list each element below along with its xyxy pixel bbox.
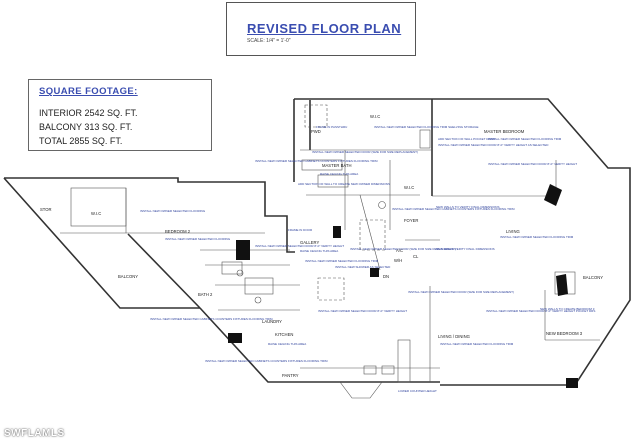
note: INSTALL NEW OWNER SELECTED FLOORING: [165, 237, 231, 241]
note: RAISE CEILING THIS AREA: [300, 249, 338, 253]
balcony-sqft: BALCONY 313 SQ. FT.: [39, 122, 133, 132]
square-footage-box: SQUARE FOOTAGE: INTERIOR 2542 SQ. FT. BA…: [28, 79, 212, 151]
note: FRAME IN PASSTHRU: [316, 125, 347, 129]
room-label-master-bath: MASTER BATH: [322, 163, 351, 168]
room-label-stor: STOR: [40, 207, 52, 212]
note: INSTALL NEW OWNER SELECTED DOOR (SIZE FO…: [312, 150, 418, 154]
annotation-notes: FRAME IN PASSTHRU INSTALL NEW OWNER SELE…: [140, 125, 595, 393]
room-label-new-bedroom3: NEW BEDROOM 3: [546, 331, 583, 336]
outer-walls: [3, 98, 631, 386]
room-label-dn: DN: [383, 274, 389, 279]
note: INSTALL NEW OWNER SELECTED DOOR 8'-0" VE…: [318, 309, 407, 313]
room-label-ac: A/C: [396, 248, 403, 253]
note: INSTALL NEW OWNER SELECTED CABINETS COUN…: [392, 207, 515, 211]
note: INSTALL NEW OWNER SELECTED FLOORING TRIM: [488, 137, 562, 141]
note: INSTALL NEW OWNER SELECTED FLOORING TRIM…: [374, 125, 479, 129]
note: RAISE CEILING THIS AREA: [320, 172, 358, 176]
room-label-balcony-right: BALCONY: [583, 275, 603, 280]
note: RAISE CEILING THIS AREA: [268, 342, 306, 346]
note: INSTALL NEW OWNER SELECTED DOOR 8'-0" VE…: [488, 162, 577, 166]
note: FRAME IN DOOR: [288, 228, 313, 232]
plan-scale: SCALE: 1/4" = 1'-0": [247, 38, 291, 44]
room-label-bedroom2: BEDROOM 2: [165, 229, 191, 234]
note: INSTALL NEW OWNER SELECTED DOOR 8'-0" VE…: [255, 244, 344, 248]
plan-title: REVISED FLOOR PLAN: [247, 21, 402, 36]
room-label-wic-left: W.I.C: [91, 211, 101, 216]
room-label-kitchen: KITCHEN: [275, 332, 293, 337]
title-block: REVISED FLOOR PLAN SCALE: 1/4" = 1'-0": [226, 2, 416, 56]
total-sqft: TOTAL 2855 SQ. FT.: [39, 136, 123, 146]
note: INSTALL NEW OWNER SELECTED FLOORING: [140, 209, 206, 213]
note: NEW WALLS TO CREATE BEDROOM 3: [540, 307, 595, 311]
square-footage-heading: SQUARE FOOTAGE:: [39, 86, 138, 97]
room-label-master-bedroom: MASTER BEDROOM: [484, 129, 525, 134]
room-label-pwd: PWD: [311, 129, 321, 134]
room-labels: STOR W.I.C BEDROOM 2 BALCONY BATH 2 LAUN…: [40, 114, 603, 378]
note: ADD SECTION OF WALL POCKET DOOR: [438, 137, 496, 141]
room-label-foyer: FOYER: [404, 218, 418, 223]
note: INSTALL NEW OWNER SELECTED CABINETS COUN…: [150, 317, 273, 321]
note: INSTALL NEW OWNER SELECTED CABINETS COUN…: [255, 159, 378, 163]
room-label-balcony-left: BALCONY: [118, 274, 138, 279]
note: INSTALL NEW OWNER SELECTED DOOR 8'-0" VE…: [438, 143, 549, 147]
structural-columns: [228, 184, 578, 388]
room-label-bath2: BATH 2: [198, 292, 213, 297]
room-label-living-dining: LIVING / DINING: [438, 334, 470, 339]
room-label-living: LIVING: [506, 229, 520, 234]
room-label-wic-master: W.I.C: [370, 114, 380, 119]
room-label-gallery: GALLERY: [300, 240, 319, 245]
note: NEW WALLS VERITY FINAL DIMENSIONS: [436, 247, 495, 251]
room-label-laundry: LAUNDRY: [262, 319, 282, 324]
room-label-wic-small: W.I.C: [404, 185, 414, 190]
room-label-cl: CL: [413, 254, 419, 259]
note: INSTALL NEW OWNER SELECTED DOOR (SIZE FO…: [408, 290, 514, 294]
mls-watermark: SWFLAMLS: [4, 428, 65, 439]
room-label-pantry: PANTRY: [282, 373, 299, 378]
note: INSTALL NEW OWNER SELECTED FLOORING TRIM: [440, 342, 514, 346]
note: INSTALL NEW OWNER SELECTED DOOR (SIZE FO…: [350, 247, 456, 251]
note: INSTALL NEW OWNER SELECTED CABINETS COUN…: [205, 359, 328, 363]
note: INSTALL NEW OWNER SELECTED FLOORING TRIM: [305, 259, 379, 263]
note: ADD SECTION OF WALL TO CREATE NEW OWNER …: [298, 182, 390, 186]
note: INSTALL NEW OWNER SELECTED DOOR 8'-0" VE…: [486, 309, 595, 313]
note: NEW WALLS TO VERITY FINAL DIMENSIONS: [436, 205, 499, 209]
room-label-wh: W/H: [394, 258, 402, 263]
note: INSTALL NEW SHOWER AS SELECTED: [335, 265, 391, 269]
interior-sqft: INTERIOR 2542 SQ. FT.: [39, 108, 138, 118]
note: LOWER COUNTER HEIGHT: [398, 389, 437, 393]
note: INSTALL NEW OWNER SELECTED FLOORING TRIM: [500, 235, 574, 239]
